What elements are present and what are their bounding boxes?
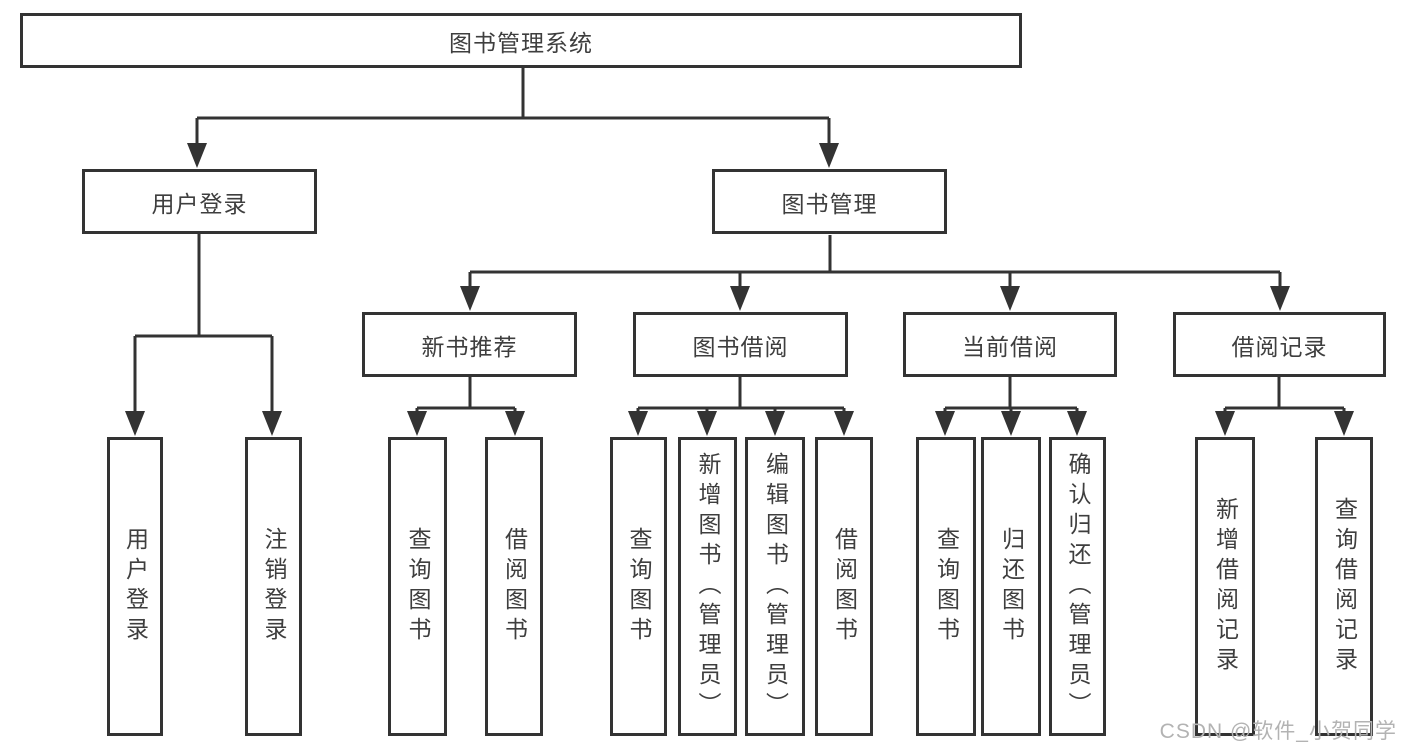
node-book-borrow: 图书借阅	[633, 312, 848, 377]
leaf-borrow-borrow-books: 借阅图书	[815, 437, 873, 736]
csdn-watermark: CSDN @软件_小贺同学	[1159, 720, 1397, 743]
node-borrow-record: 借阅记录	[1173, 312, 1386, 377]
connector-new-book-children	[415, 377, 517, 412]
leaf-logout-label: 注销登录	[261, 526, 287, 647]
connector-borrow-record-children	[1223, 377, 1346, 412]
node-book-management: 图书管理	[712, 169, 947, 234]
leaf-borrow-add-books-admin: 新增图书（管理员）	[678, 437, 737, 736]
leaf-newbook-query-books-label: 查询图书	[405, 526, 431, 647]
leaf-current-return-books: 归还图书	[981, 437, 1041, 736]
connector-root-to-level2	[195, 68, 831, 144]
connector-book-borrow-children	[636, 377, 846, 412]
leaf-newbook-borrow-books-label: 借阅图书	[501, 526, 528, 647]
arrowheads	[125, 143, 1354, 436]
node-root: 图书管理系统	[20, 13, 1022, 68]
connector-current-borrow-children	[943, 377, 1079, 412]
leaf-record-add-borrow-record: 新增借阅记录	[1195, 437, 1255, 736]
leaf-borrow-edit-books-admin: 编辑图书（管理员）	[745, 437, 805, 736]
leaf-newbook-query-books: 查询图书	[388, 437, 447, 736]
leaf-current-query-books: 查询图书	[916, 437, 976, 736]
leaf-borrow-borrow-books-label: 借阅图书	[831, 526, 858, 647]
leaf-borrow-edit-books-admin-label: 编辑图书（管理员）	[762, 451, 789, 722]
leaf-current-query-books-label: 查询图书	[933, 526, 960, 647]
leaf-user-login-label: 用户登录	[122, 526, 149, 647]
leaf-record-query-borrow-record: 查询借阅记录	[1315, 437, 1373, 736]
node-current-borrow: 当前借阅	[903, 312, 1117, 377]
node-user-login: 用户登录	[82, 169, 317, 234]
connector-book-mgmt-children	[468, 235, 1282, 287]
leaf-borrow-query-books-label: 查询图书	[626, 526, 652, 647]
leaf-logout: 注销登录	[245, 437, 302, 736]
leaf-borrow-query-books: 查询图书	[610, 437, 667, 736]
leaf-user-login: 用户登录	[107, 437, 163, 736]
leaf-current-confirm-return-admin: 确认归还（管理员）	[1049, 437, 1106, 736]
leaf-borrow-add-books-admin-label: 新增图书（管理员）	[695, 451, 721, 722]
leaf-record-query-borrow-record-label: 查询借阅记录	[1331, 496, 1358, 677]
leaf-current-return-books-label: 归还图书	[998, 526, 1025, 647]
leaf-record-add-borrow-record-label: 新增借阅记录	[1212, 496, 1239, 677]
leaf-current-confirm-return-admin-label: 确认归还（管理员）	[1065, 451, 1091, 722]
node-new-book-recommend: 新书推荐	[362, 312, 577, 377]
leaf-newbook-borrow-books: 借阅图书	[485, 437, 543, 736]
connector-user-login-children	[133, 234, 274, 412]
